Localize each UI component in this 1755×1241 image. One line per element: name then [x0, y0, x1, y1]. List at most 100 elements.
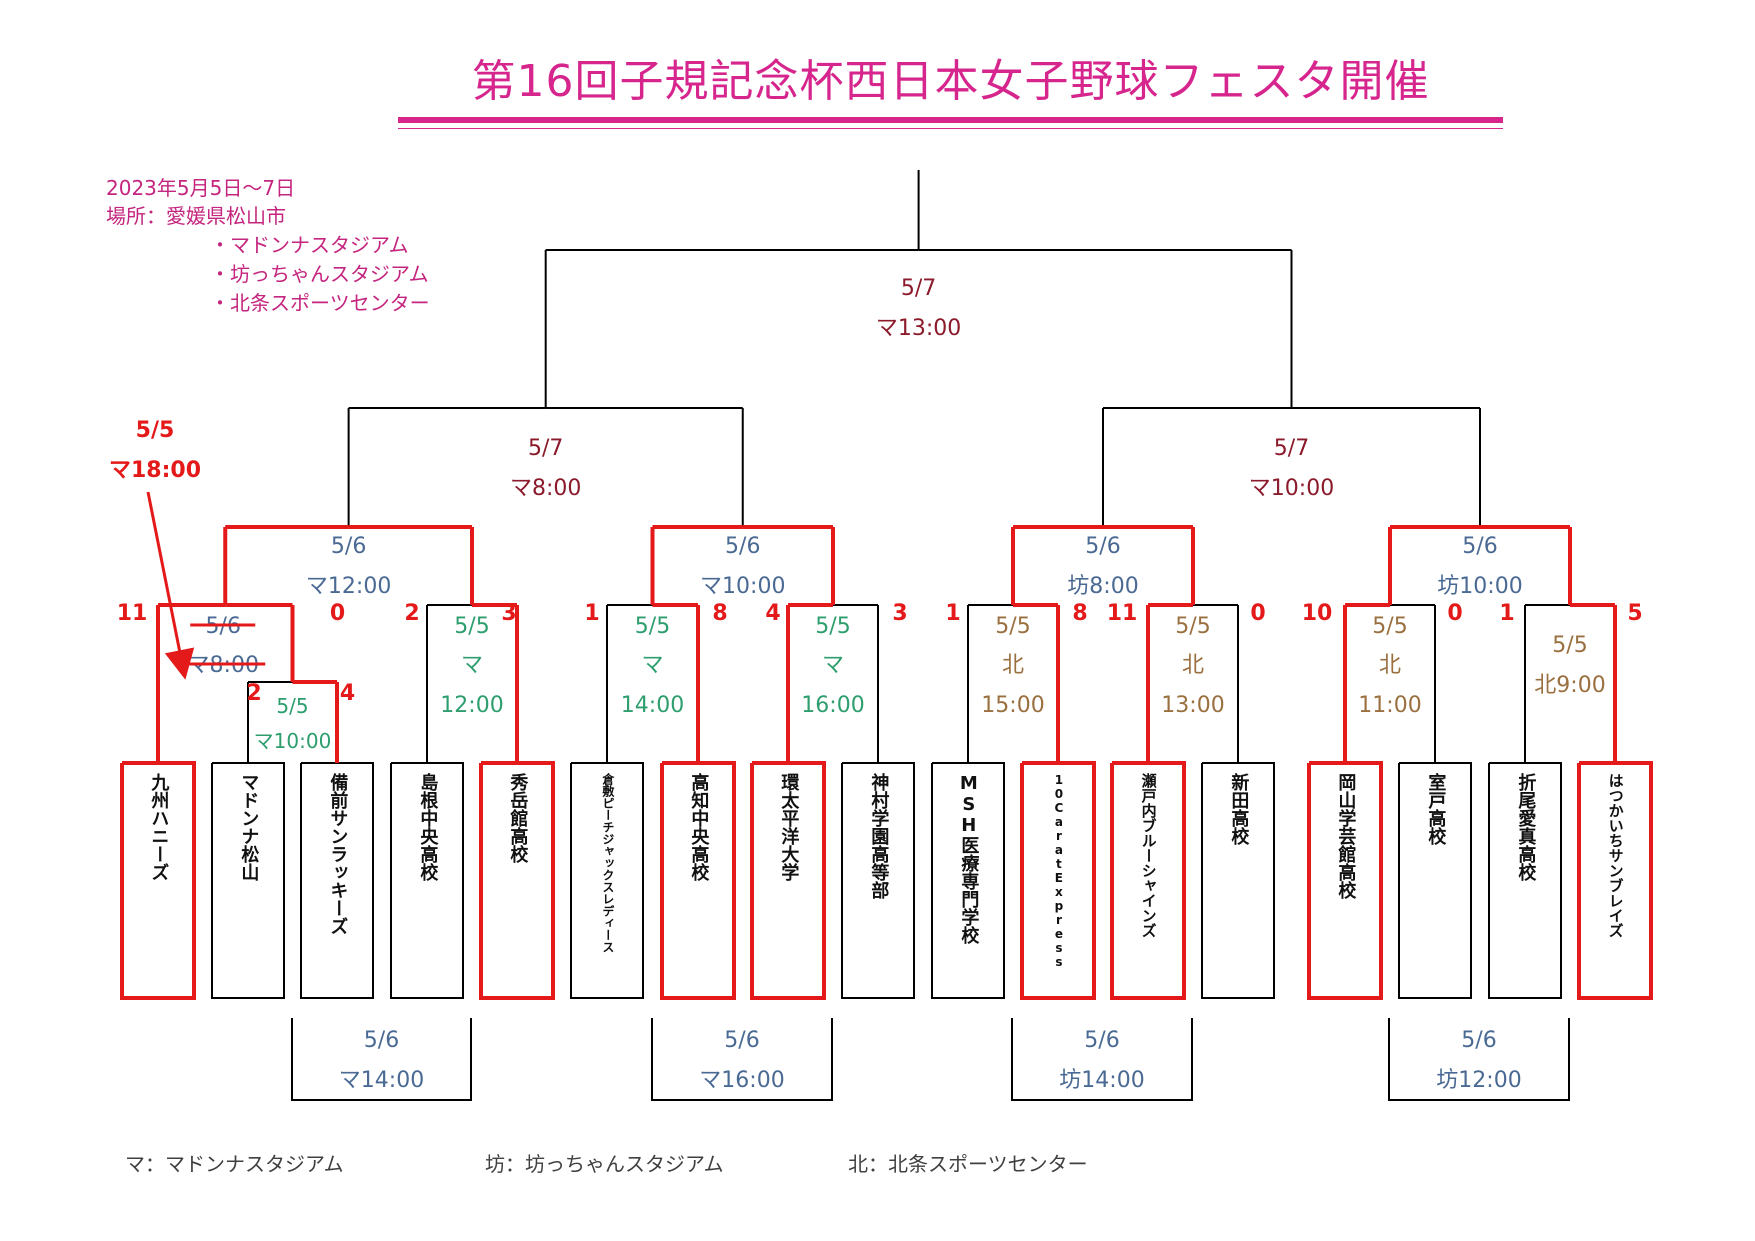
r1-m4-venue: マ [822, 653, 844, 678]
team-name: 新田高校 [1228, 773, 1250, 845]
qf2-date: 5/6 [725, 534, 760, 559]
team-name: 秀岳館高校 [507, 773, 529, 863]
r1-m3-date: 5/5 [635, 614, 670, 639]
r1-m2-score-right: 3 [501, 601, 516, 626]
title-underline [398, 117, 1503, 123]
r1-m7-date: 5/5 [1372, 614, 1407, 639]
r1-m4-score-left: 4 [765, 601, 780, 626]
team-name: 環太平洋大学 [778, 773, 800, 881]
cons1-time: マ14:00 [339, 1068, 424, 1093]
r1-m1-score-right: 0 [330, 601, 345, 626]
r1-m1-score-left: 11 [117, 601, 148, 626]
team-box [1577, 761, 1653, 1000]
r1-m3-score-left: 1 [584, 601, 599, 626]
r1-m6-date: 5/5 [1175, 614, 1210, 639]
cons3-bracket [1011, 1018, 1193, 1101]
qf2-time: マ10:00 [700, 574, 785, 599]
qf1-date: 5/6 [331, 534, 366, 559]
team-box [841, 762, 915, 999]
cons1-bracket [291, 1018, 472, 1101]
qf3-time: 坊8:00 [1067, 574, 1138, 599]
semi-right-time: マ10:00 [1249, 476, 1334, 501]
semi-right-date: 5/7 [1274, 436, 1309, 461]
r1-m5-score-left: 1 [945, 601, 960, 626]
r1-m5-time: 15:00 [981, 693, 1044, 718]
team-box [211, 762, 285, 999]
legend-kita: 北：北条スポーツセンター [848, 1152, 1088, 1176]
team-name: はつかいちサンブレイズ [1606, 773, 1625, 938]
cons3-date: 5/6 [1084, 1028, 1119, 1053]
venue-item: ・マドンナスタジアム [210, 233, 409, 257]
rescheduled-date: 5/5 [136, 418, 175, 443]
team-name: 瀬戸内ブルーシャインズ [1139, 773, 1158, 938]
legend-bo: 坊：坊っちゃんスタジアム [485, 1152, 724, 1176]
team-box [931, 762, 1005, 999]
team-name: マドンナ松山 [238, 773, 260, 881]
legend-ma: マ：マドンナスタジアム [125, 1152, 344, 1176]
r1-m2-date: 5/5 [454, 614, 489, 639]
event-location: 場所：愛媛県松山市 [106, 204, 286, 228]
team-box [120, 761, 196, 1000]
team-box [1307, 761, 1383, 1000]
team-name: 島根中央高校 [417, 773, 439, 881]
r1-m7-time: 11:00 [1358, 693, 1421, 718]
team-name: 折尾愛真高校 [1515, 773, 1537, 881]
r1-m6-time: 13:00 [1161, 693, 1224, 718]
r0-m1-score-left: 2 [246, 681, 261, 706]
team-box [479, 761, 555, 1000]
r1-m3-venue: マ [641, 653, 663, 678]
r0-m1-time: マ10:00 [254, 729, 332, 753]
team-box [1201, 762, 1275, 999]
cons1-date: 5/6 [364, 1028, 399, 1053]
semi-left-date: 5/7 [528, 436, 563, 461]
team-box [1488, 762, 1562, 999]
reschedule-arrow [146, 491, 195, 680]
cons4-time: 坊12:00 [1436, 1068, 1521, 1093]
r1-m6-score-right: 0 [1250, 601, 1265, 626]
team-box [300, 762, 374, 999]
cons4-bracket [1388, 1018, 1570, 1101]
r1-m8-score-right: 5 [1627, 601, 1642, 626]
team-box [570, 762, 644, 999]
team-box [1398, 762, 1472, 999]
semi-left-time: マ8:00 [510, 476, 581, 501]
venue-item: ・北条スポーツセンター [210, 291, 430, 315]
qf1-time: マ12:00 [306, 574, 391, 599]
team-box [750, 761, 826, 1000]
r1-m8-date: 5/5 [1552, 633, 1587, 658]
qf4-time: 坊10:00 [1437, 574, 1522, 599]
team-name: 岡山学芸館高校 [1335, 773, 1357, 899]
r1-m4-score-right: 3 [892, 601, 907, 626]
qf3-date: 5/6 [1085, 534, 1120, 559]
team-box [1020, 761, 1096, 1000]
final-date: 5/7 [901, 276, 936, 301]
r1-m8-score-left: 1 [1499, 601, 1514, 626]
team-box [1110, 761, 1186, 1000]
title-underline-thin [398, 128, 1503, 129]
r1-m8-time: 北9:00 [1534, 673, 1605, 698]
team-name: 備前サンラッキーズ [327, 773, 349, 935]
team-box [390, 762, 464, 999]
r1-m5-score-right: 8 [1072, 601, 1087, 626]
r1-m7-score-left: 10 [1302, 601, 1333, 626]
team-box [660, 761, 736, 1000]
cons4-date: 5/6 [1461, 1028, 1496, 1053]
team-name: 室戸高校 [1425, 773, 1447, 845]
team-name: MSH医療専門学校 [958, 773, 980, 944]
rescheduled-time: マ18:00 [109, 458, 201, 483]
qf4-date: 5/6 [1462, 534, 1497, 559]
cons2-time: マ16:00 [699, 1068, 784, 1093]
r0-m1-date: 5/5 [276, 694, 308, 718]
page-title: 第16回子規記念杯西日本女子野球フェスタ開催 [471, 56, 1430, 107]
team-name: 倉敷ピーチジャックスレディース [600, 773, 615, 953]
team-name: 高知中央高校 [688, 773, 710, 881]
team-name: 10CaratExpress [1051, 773, 1066, 969]
event-dates: 2023年5月5日～7日 [106, 176, 296, 200]
r1-m7-score-right: 0 [1447, 601, 1462, 626]
r1-m2-venue: マ [461, 653, 483, 678]
r1-m3-time: 14:00 [621, 693, 684, 718]
cons3-time: 坊14:00 [1059, 1068, 1144, 1093]
r1-m6-score-left: 11 [1107, 601, 1138, 626]
r1-m7-venue: 北 [1379, 653, 1401, 678]
team-name: 神村学園高等部 [868, 773, 890, 899]
